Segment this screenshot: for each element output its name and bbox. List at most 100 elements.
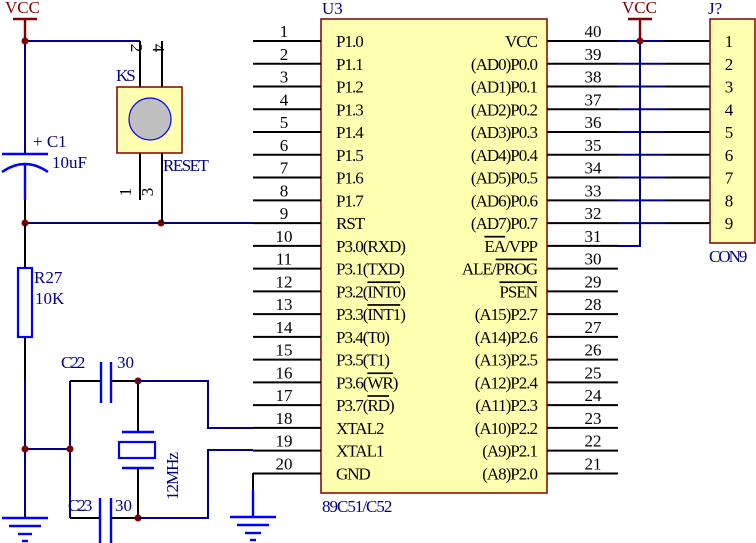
pin-label: (AD3)P0.3 xyxy=(471,123,538,142)
connector-pin-number: 2 xyxy=(725,55,734,74)
connector-pin-number: 8 xyxy=(725,191,734,210)
pin-label: (A8)P2.0 xyxy=(482,464,537,483)
connector-part: CON9 xyxy=(709,247,747,266)
capacitor-c22: C22 30 xyxy=(61,353,134,403)
pin-number: 39 xyxy=(585,45,602,64)
connector-pin-number: 9 xyxy=(725,214,734,233)
connector-pin-number: 4 xyxy=(725,100,734,119)
ground-left-icon xyxy=(2,516,48,543)
chip-pin-5: 5P1.4 xyxy=(253,113,365,142)
pin-number: 10 xyxy=(276,227,293,246)
pin-label: (A12)P2.4 xyxy=(475,373,539,392)
connector-body xyxy=(709,18,756,244)
pin-number: 21 xyxy=(585,454,602,473)
pin-number: 15 xyxy=(276,341,293,360)
pin-label: PSEN xyxy=(499,282,537,301)
connector-wires xyxy=(618,40,710,225)
pin-number: 14 xyxy=(276,318,294,337)
chip-designator: U3 xyxy=(322,0,343,18)
chip-pin-35: 35 (AD4)P0.4 xyxy=(471,136,618,165)
pin-label: (A9)P2.1 xyxy=(482,442,537,461)
pin-label: P1.7 xyxy=(336,191,364,210)
chip-pin-33: 33(AD6)P0.6 xyxy=(471,181,618,210)
pin-label: (AD7)P0.7 xyxy=(471,214,539,233)
pin-number: 38 xyxy=(585,68,602,87)
pin-label: (A10)P2.2 xyxy=(475,419,538,438)
c1-value: 10uF xyxy=(52,153,87,172)
pin-label: (AD5)P0.5 xyxy=(471,169,538,188)
chip-pin-36: 36 (AD3)P0.3 xyxy=(471,113,618,142)
pin-number: 35 xyxy=(585,136,602,155)
pin-label: P3.6(WR) xyxy=(336,373,398,392)
pin-label: (A15)P2.7 xyxy=(475,305,539,324)
vcc-left-power-port: VCC xyxy=(5,0,40,41)
reset-switch: 2 4 1 3 KS RESET xyxy=(116,41,211,223)
pin-label: P1.0 xyxy=(336,32,363,51)
pin-number: 13 xyxy=(276,295,293,314)
pin-number: 32 xyxy=(585,204,602,223)
pin-number: 22 xyxy=(585,432,602,451)
junction-vcc-left xyxy=(21,37,29,45)
c23-designator: C23 xyxy=(68,496,92,515)
pin-number: 4 xyxy=(280,90,289,109)
pin-number: 40 xyxy=(585,22,602,41)
pin-number: 2 xyxy=(280,45,289,64)
wire-xtal2 xyxy=(138,380,253,429)
crystal-value: 12MHz xyxy=(163,452,182,500)
pin-number: 25 xyxy=(585,363,602,382)
pin-number: 24 xyxy=(585,386,603,405)
pin-number: 5 xyxy=(280,113,289,132)
pin-number: 3 xyxy=(280,68,289,87)
pin-number: 34 xyxy=(585,159,603,178)
chip-part-number: 89C51/C52 xyxy=(322,497,392,516)
pin-label: P3.4(T0) xyxy=(336,328,389,347)
connector-pin-number: 7 xyxy=(725,169,734,188)
pin-number: 23 xyxy=(585,409,602,428)
pin-number: 11 xyxy=(276,250,292,269)
pin-number: 9 xyxy=(280,204,289,223)
pin-label: ALE/PROG xyxy=(462,260,538,279)
pin-number: 17 xyxy=(276,386,294,405)
pin-number: 27 xyxy=(585,318,603,337)
chip-pin-8: 8P1.7 xyxy=(253,181,365,210)
pin-number: 7 xyxy=(280,159,289,178)
chip-u3: U3 89C51/C52 1P1.02P1.13P1.24P1.35P1.46P… xyxy=(253,0,618,516)
wire-xtal1 xyxy=(138,449,253,519)
pin-label: (A13)P2.5 xyxy=(475,351,538,370)
pin-number: 12 xyxy=(276,272,293,291)
pin-number: 26 xyxy=(585,341,602,360)
switch-pin-2-number: 2 xyxy=(127,44,146,53)
connector-pin-number: 3 xyxy=(725,78,734,97)
c22-designator: C22 xyxy=(61,353,85,372)
chip-pin-27: 27 (A14)P2.6 xyxy=(475,318,618,347)
pin-number: 28 xyxy=(585,295,602,314)
pin-number: 1 xyxy=(280,22,289,41)
chip-pin-37: 37(AD2)P0.2 xyxy=(471,90,618,119)
chip-pin-28: 28 (A15)P2.7 xyxy=(475,295,618,324)
pin-label: (A14)P2.6 xyxy=(475,328,538,347)
chip-pin-39: 39(AD0)P0.0 xyxy=(471,45,618,74)
chip-pin-2: 2P1.1 xyxy=(253,45,364,74)
pin-number: 37 xyxy=(585,90,603,109)
pin-number: 36 xyxy=(585,113,602,132)
chip-right-pins: 40VCC39(AD0)P0.038(AD1)P0.137(AD2)P0.236… xyxy=(462,22,618,483)
pin-number: 16 xyxy=(276,363,293,382)
pin-label: RST xyxy=(336,214,366,233)
pin-label: (AD4)P0.4 xyxy=(471,146,539,165)
switch-button-icon xyxy=(128,97,172,141)
pin-label: P3.2(INT0) xyxy=(336,282,405,301)
switch-pin-4-number: 4 xyxy=(149,44,168,53)
pin-number: 18 xyxy=(276,409,293,428)
pin-label: XTAL1 xyxy=(336,442,384,461)
junction-vcc-right xyxy=(636,37,644,45)
